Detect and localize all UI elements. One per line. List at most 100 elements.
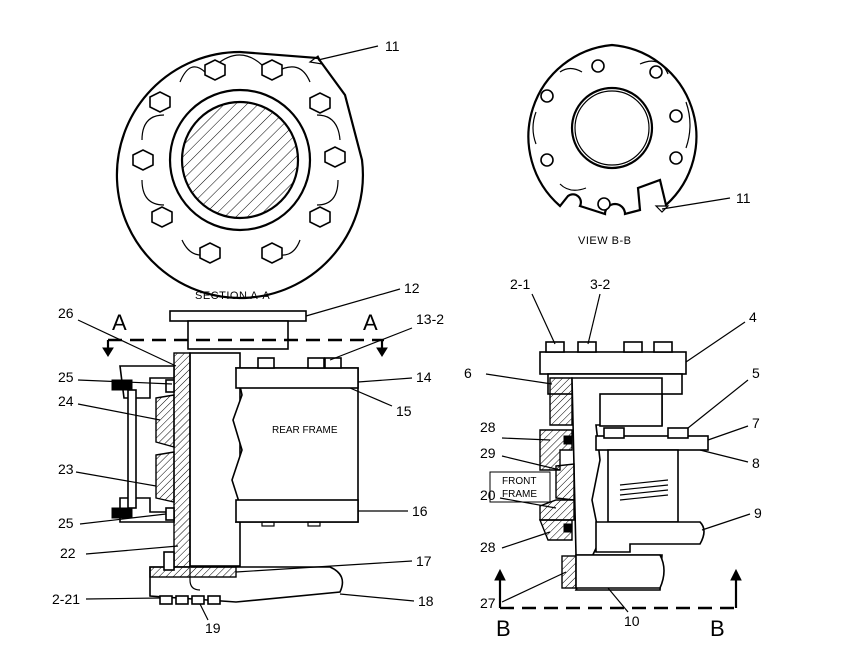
leader-20	[499, 497, 557, 509]
section-marker-b-left: B	[496, 616, 511, 641]
lower-bearing-23	[155, 451, 175, 503]
pin-shaft	[189, 352, 241, 567]
leader-8	[699, 449, 749, 463]
upper-retainer-14	[235, 367, 359, 389]
leader-3-2	[587, 293, 601, 345]
callout-26: 26	[58, 305, 74, 321]
callout-22: 22	[60, 545, 76, 561]
callout-13-2: 13-2	[416, 311, 444, 327]
lower-shim-25	[111, 507, 133, 519]
front-frame-label-line2: FRAME	[502, 489, 537, 500]
front-frame-label-box	[489, 471, 551, 503]
cap-27	[561, 555, 577, 589]
leader-28b	[501, 531, 551, 549]
section-marker-a-left: A	[112, 310, 127, 335]
callout-6: 6	[464, 365, 472, 381]
callout-2-21: 2-21	[52, 591, 80, 607]
callout-24: 24	[58, 393, 74, 409]
seal-upper	[165, 379, 175, 393]
callout-29: 29	[480, 445, 496, 461]
view-b-b-caption: VIEW B-B	[578, 235, 632, 247]
leader-25b	[79, 513, 167, 525]
leader-23	[75, 471, 157, 487]
callout-11-top: 11	[385, 38, 400, 54]
housing-26	[173, 352, 191, 568]
callout-17: 17	[416, 553, 432, 569]
leader-11-view	[661, 197, 731, 210]
callout-8: 8	[752, 455, 760, 471]
leader-2-21	[85, 597, 161, 600]
seal-upper-right	[563, 435, 573, 445]
cover-bore-inner	[574, 90, 650, 166]
callout-25-upper: 25	[58, 369, 74, 385]
bottom-bolts	[261, 521, 321, 527]
callout-27: 27	[480, 595, 496, 611]
callout-11-view: 11	[736, 190, 751, 206]
leader-17	[235, 560, 413, 573]
spring-coils	[619, 479, 669, 501]
callout-3-2: 3-2	[590, 276, 610, 292]
callout-15: 15	[396, 403, 412, 419]
top-bolts-right	[545, 341, 673, 353]
leader-26	[77, 319, 177, 367]
section-marker-b-right: B	[710, 616, 725, 641]
callout-2-1: 2-1	[510, 276, 530, 292]
cover-holes	[540, 59, 683, 211]
leader-28a	[501, 437, 551, 441]
cover-10	[575, 554, 665, 589]
leader-24	[77, 403, 161, 421]
leader-5	[687, 379, 749, 429]
callout-4: 4	[749, 309, 757, 325]
seal-lower-right	[563, 523, 573, 533]
callout-28-upper: 28	[480, 419, 496, 435]
leader-4	[685, 321, 746, 363]
lower-retainer-16	[235, 499, 359, 523]
leader-12	[305, 288, 401, 317]
callout-9: 9	[754, 505, 762, 521]
flange-outline	[115, 50, 364, 300]
spacer-6	[549, 377, 573, 426]
callout-18: 18	[418, 593, 434, 609]
leader-6	[485, 373, 553, 385]
section-marker-a-right: A	[363, 310, 378, 335]
leader-22	[85, 545, 179, 555]
through-bolt	[127, 389, 137, 509]
seal-lower	[165, 507, 175, 521]
rear-frame-boss	[231, 367, 359, 523]
cover-lobes	[532, 60, 691, 191]
leader-13	[329, 327, 413, 361]
callout-28-lower: 28	[480, 539, 496, 555]
callout-20: 20	[480, 487, 496, 503]
section-a-a-view: 11 SECTION A-A	[115, 38, 400, 302]
leader-11-top	[317, 45, 379, 61]
callout-5: 5	[752, 365, 760, 381]
callout-10: 10	[624, 613, 640, 629]
spring-cage	[607, 449, 679, 523]
top-bolts	[257, 357, 342, 369]
plate-detail	[189, 568, 201, 591]
callout-25-lower: 25	[58, 515, 74, 531]
leader-14	[357, 377, 413, 383]
bolt-row-19	[159, 595, 221, 605]
leader-18	[339, 593, 415, 602]
leader-15	[349, 387, 393, 407]
section-a-a-caption: SECTION A-A	[195, 290, 270, 302]
leader-27	[501, 571, 567, 603]
leader-19	[199, 603, 209, 621]
pin-cap-12	[169, 310, 307, 322]
callout-7: 7	[752, 415, 760, 431]
cover-plate-outline	[527, 43, 698, 216]
leader-10	[607, 587, 629, 613]
front-frame-label-line1: FRONT	[502, 476, 536, 487]
upper-bearing-24	[155, 394, 175, 448]
callout-19: 19	[205, 620, 221, 636]
plate-bolt	[163, 551, 175, 571]
view-b-b: 11 VIEW B-B	[527, 43, 751, 247]
shaft-head	[599, 393, 663, 427]
leader-29	[501, 455, 561, 471]
rear-frame-label: REAR FRAME	[272, 425, 338, 436]
pin-head	[187, 320, 289, 350]
leader-7	[707, 425, 749, 441]
shaft-hatch	[182, 102, 298, 218]
